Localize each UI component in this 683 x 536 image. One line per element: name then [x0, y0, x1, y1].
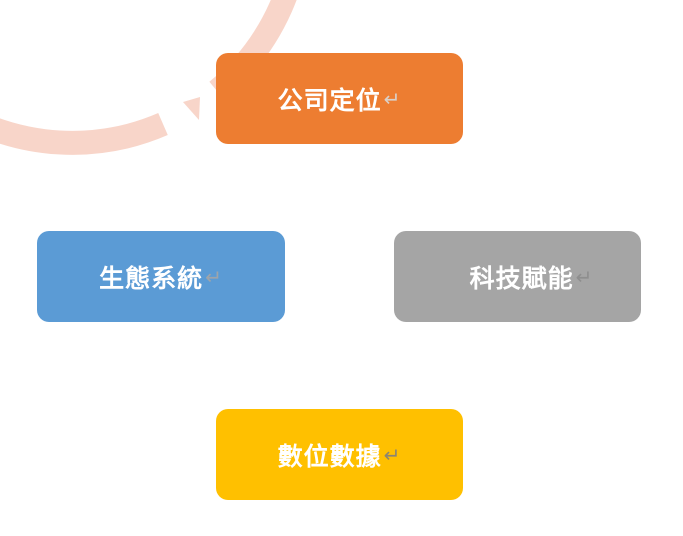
- node-tech-empowerment: 科技賦能↵: [394, 231, 641, 322]
- node-label: 公司定位: [277, 85, 382, 115]
- node-label: 數位數據: [277, 441, 382, 471]
- node-label: 生態系統: [99, 263, 204, 293]
- paragraph-mark-icon: ↵: [205, 264, 223, 289]
- paragraph-mark-icon: ↵: [383, 86, 402, 111]
- paragraph-mark-icon: ↵: [383, 442, 402, 467]
- node-company-positioning: 公司定位↵: [216, 53, 463, 144]
- node-label: 科技賦能: [469, 263, 574, 293]
- cycle-arrowhead: [183, 97, 200, 120]
- paragraph-mark-icon: ↵: [575, 264, 594, 289]
- node-digital-data: 數位數據↵: [216, 409, 463, 500]
- node-ecosystem: 生態系統↵: [37, 231, 285, 322]
